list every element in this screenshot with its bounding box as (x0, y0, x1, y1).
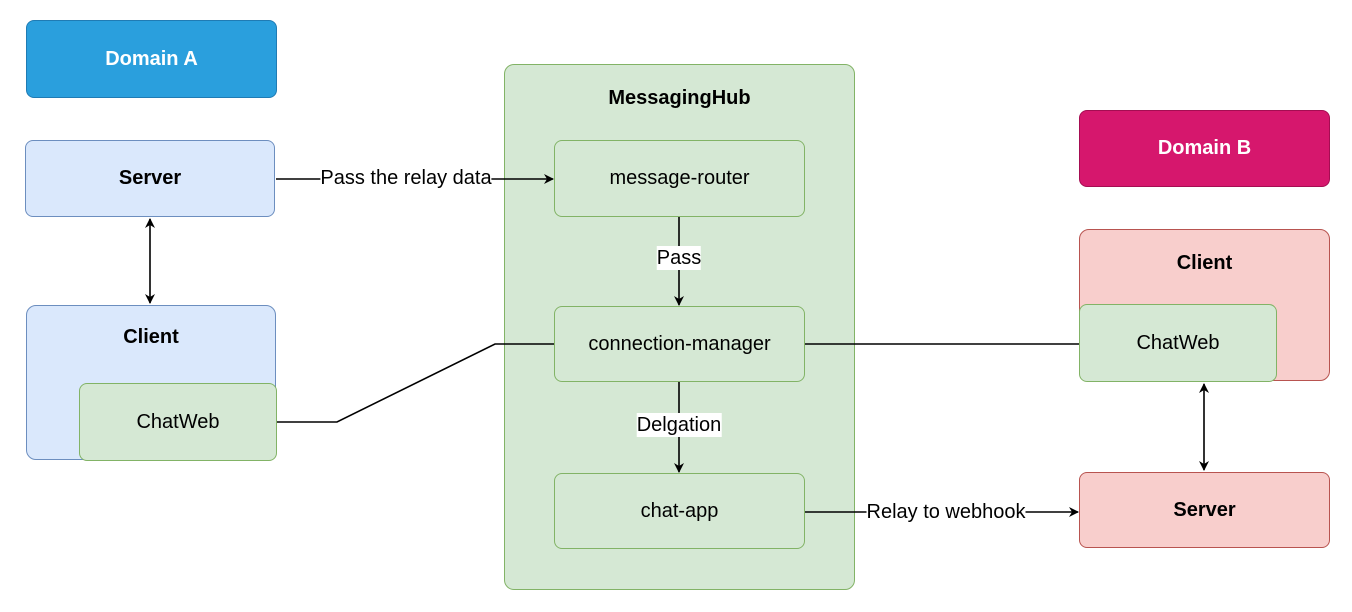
domain-a-chatweb[interactable]: ChatWeb (79, 383, 277, 461)
domain-b-chatweb[interactable]: ChatWeb (1079, 304, 1277, 382)
domain-b-label: Domain B (1079, 110, 1330, 187)
domain-b-server[interactable]: Server (1079, 472, 1330, 548)
edge-label-relay-webhook: Relay to webhook (866, 500, 1026, 524)
edge-chatweb-a-connection (277, 343, 554, 423)
messaging-hub-title: MessagingHub (608, 87, 751, 109)
message-router-node[interactable]: message-router (554, 140, 805, 217)
edge-label-delegation: Delgation (636, 413, 722, 437)
domain-a-server[interactable]: Server (25, 140, 275, 217)
domain-a-label: Domain A (26, 20, 277, 98)
edge-label-pass-relay: Pass the relay data (320, 166, 492, 190)
chat-app-node[interactable]: chat-app (554, 473, 805, 549)
edge-label-pass: Pass (656, 246, 702, 270)
connection-manager-node[interactable]: connection-manager (554, 306, 805, 382)
domain-b-client-title: Client (1176, 252, 1233, 274)
domain-a-client-title: Client (123, 326, 179, 348)
